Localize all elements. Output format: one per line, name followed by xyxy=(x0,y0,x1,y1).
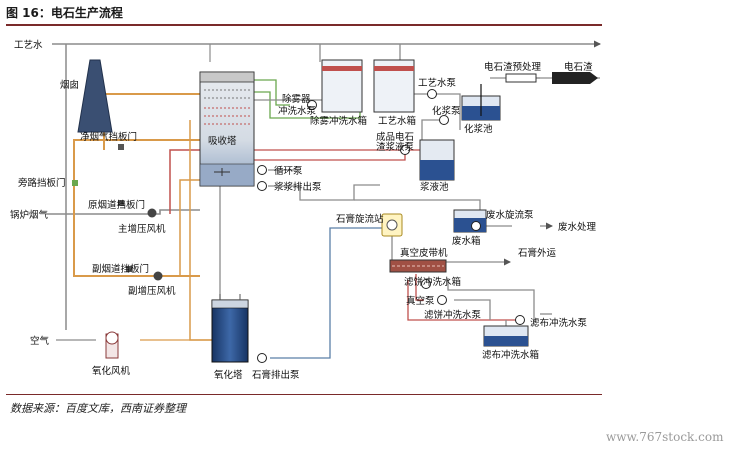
label-main-booster-fan: 主增压风机 xyxy=(118,223,166,235)
label-aux-booster-fan: 副增压风机 xyxy=(128,285,176,297)
figure-title: 图 16：电石生产流程 xyxy=(6,6,123,20)
dampers xyxy=(72,144,132,272)
carbide-slag-pretreat-box xyxy=(505,73,537,83)
label-oxidation-tower: 氧化塔 xyxy=(214,369,243,381)
demister-wash-tank xyxy=(321,59,363,113)
label-raw-flue-damper: 原烟道挡板门 xyxy=(88,199,145,211)
label-process-water-pump: 工艺水泵 xyxy=(418,77,457,89)
label-process-water: 工艺水 xyxy=(14,39,43,51)
label-cloth-wash-tank: 滤布冲洗水箱 xyxy=(482,349,539,361)
site-watermark: www.767stock.com xyxy=(606,430,724,444)
gypsum-cyclone xyxy=(381,213,403,237)
label-carbide-slag: 电石渣 xyxy=(564,61,593,73)
label-carbide-slag-pretreat: 电石渣预处理 xyxy=(484,61,542,73)
booster-fans xyxy=(147,208,163,281)
label-demister-pump-2: 冲洗水泵 xyxy=(278,105,317,117)
label-slurry-discharge-pump: 浆浆排出泵 xyxy=(274,181,322,193)
carbide-slag-pile xyxy=(552,72,598,84)
label-wastewater-treatment: 废水处理 xyxy=(558,221,597,233)
label-vacuum-pump: 真空泵 xyxy=(406,295,435,307)
label-slurry-tank: 浆液池 xyxy=(420,181,449,193)
label-product-slurry-pump-1: 成品电石 xyxy=(376,131,414,143)
label-absorber: 吸收塔 xyxy=(208,135,237,147)
label-bypass-damper: 旁路挡板门 xyxy=(18,177,66,189)
label-cloth-wash-pump: 滤布冲洗水泵 xyxy=(530,317,588,329)
label-slurry-prep-tank: 化浆池 xyxy=(464,123,493,135)
label-aux-flue-damper: 副烟道挡板门 xyxy=(92,263,149,275)
label-gypsum-cyclone: 石膏旋流站 xyxy=(336,213,384,225)
label-gypsum-discharge-pump: 石膏排出泵 xyxy=(252,369,300,381)
process-flow-diagram: 工艺水 烟囱 净烟气挡板门 旁路挡板门 锅炉烟气 原烟道挡板门 主增压风机 副烟… xyxy=(10,39,601,381)
label-gypsum-out: 石膏外运 xyxy=(518,247,557,259)
process-water-line xyxy=(52,40,601,330)
pumps xyxy=(257,89,525,363)
slurry-prep-tank xyxy=(461,84,501,121)
water-slurry-lines xyxy=(56,44,600,359)
title-divider xyxy=(6,24,602,26)
label-oxidation-fan: 氧化风机 xyxy=(92,365,131,377)
label-demister-pump-1: 除雾器 xyxy=(282,93,311,105)
chimney xyxy=(77,59,113,133)
process-water-tank xyxy=(373,59,415,113)
source-divider xyxy=(6,394,602,395)
label-vacuum-belt: 真空皮带机 xyxy=(400,247,448,259)
label-chimney: 烟囱 xyxy=(60,79,79,91)
wastewater-tank xyxy=(453,209,487,233)
label-wastewater-cyclone-pump: 废水旋流泵 xyxy=(486,209,534,221)
oxidation-tower xyxy=(211,294,249,363)
label-boiler-flue-gas: 锅炉烟气 xyxy=(10,209,49,221)
source-note: 数据来源：百度文库，西南证券整理 xyxy=(10,402,186,415)
label-cake-wash-pump: 滤饼冲洗水泵 xyxy=(424,309,482,321)
oxidation-fan xyxy=(105,331,119,359)
absorber-tower xyxy=(199,71,255,187)
label-air: 空气 xyxy=(30,335,50,347)
label-process-water-tank: 工艺水箱 xyxy=(378,115,416,127)
label-cake-wash-tank: 滤饼冲洗水箱 xyxy=(404,276,461,288)
label-demister-tank: 除雾冲洗水箱 xyxy=(310,115,367,127)
cloth-wash-tank xyxy=(483,325,529,347)
label-product-slurry-pump-2: 渣浆液泵 xyxy=(376,141,415,153)
slurry-tank xyxy=(419,139,455,181)
label-clean-flue-damper: 净烟气挡板门 xyxy=(80,131,137,143)
label-circulation-pump: 循环泵 xyxy=(274,165,303,177)
label-wastewater-tank: 废水箱 xyxy=(452,235,481,247)
vacuum-belt-filter xyxy=(389,259,447,273)
label-slurry-pump: 化浆泵 xyxy=(432,105,461,117)
